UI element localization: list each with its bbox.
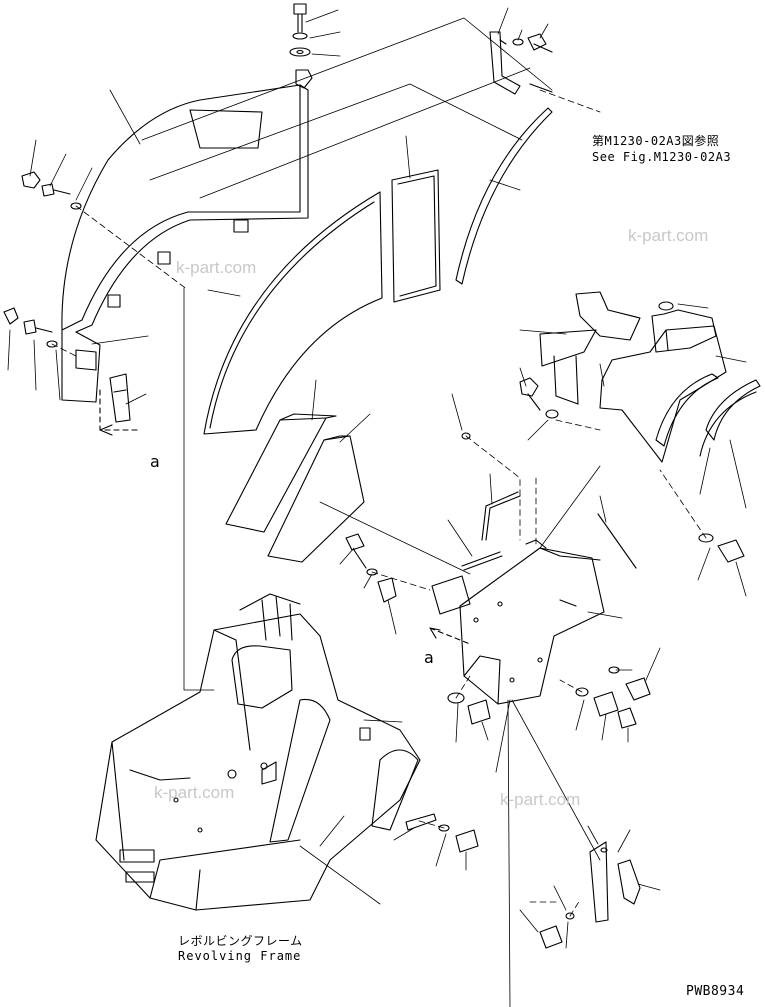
small-parts-cluster <box>345 533 471 615</box>
rod-straight <box>461 551 503 571</box>
wire-rod-right <box>597 513 637 569</box>
fastener-set-right-lower <box>447 666 651 729</box>
flat-panel-middle <box>391 169 441 303</box>
insulation-wedge-a <box>225 413 337 533</box>
reference-note-english: See Fig.M1230-02A3 <box>592 150 732 164</box>
view-callout-a-left: a <box>150 452 160 471</box>
central-housing <box>459 539 605 705</box>
assembly-lines <box>141 17 601 1007</box>
view-arrow-a-left <box>99 389 141 436</box>
right-upper-cover <box>539 291 761 463</box>
watermark: k-part.com <box>628 226 709 245</box>
dashed-connection-lines <box>51 89 707 917</box>
view-callout-a-center: a <box>424 648 434 667</box>
view-arrow-a-center <box>429 627 471 645</box>
frame-label-english: Revolving Frame <box>178 949 302 963</box>
drawing-code: PWB8934 <box>686 984 745 999</box>
curved-panel-large <box>203 191 383 435</box>
reference-note-japanese: 第M1230-02A3図参照 <box>592 134 720 148</box>
revolving-frame <box>95 593 479 911</box>
rod-l-shaped <box>481 491 521 541</box>
fastener-set-left <box>3 171 82 348</box>
fastener-set-middle <box>461 377 745 563</box>
watermark: k-part.com <box>500 790 581 809</box>
bracket-lower-right <box>539 841 641 949</box>
bolt-washer-stack-top <box>289 3 313 89</box>
curved-strip-right <box>455 107 553 285</box>
watermark: k-part.com <box>154 783 235 802</box>
bracket-left <box>109 373 131 423</box>
bracket-top-right <box>489 31 553 95</box>
leader-lines <box>7 7 747 949</box>
frame-label-japanese: レボルビングフレーム <box>178 934 303 948</box>
watermark: k-part.com <box>176 258 257 277</box>
fender-cover-left <box>61 84 309 403</box>
